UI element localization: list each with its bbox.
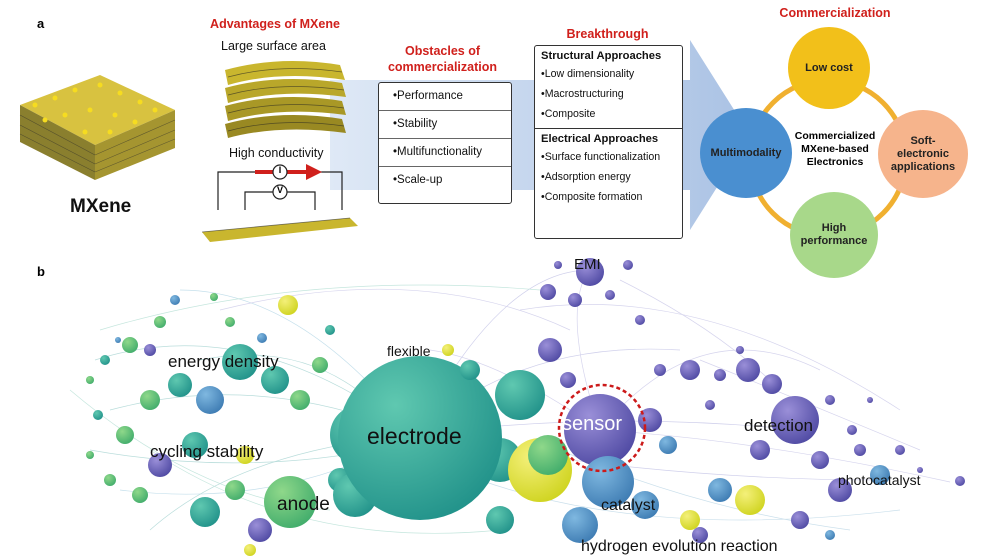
electrical-approaches-title: Electrical Approaches — [541, 133, 659, 145]
electrical-item: •Adsorption energy — [541, 171, 631, 183]
keyword-sensor: sensor — [562, 413, 623, 435]
commercialized-center-line3: Electronics — [806, 156, 864, 168]
panel-a-letter: a — [37, 16, 45, 31]
layered-sheets-illustration — [225, 61, 346, 138]
low-cost-label: Low cost — [805, 61, 853, 74]
keyword-detection: detection — [744, 416, 813, 435]
soft-label-line1: Soft- — [910, 134, 936, 147]
structural-item: •Macrostructuring — [541, 88, 624, 100]
current-symbol: I — [278, 165, 282, 175]
keyword-electrode: electrode — [367, 423, 462, 449]
multimodality-label: Multimodality — [710, 146, 782, 159]
obstacle-item: •Stability — [379, 111, 511, 139]
electrical-item: •Surface functionalization — [541, 151, 661, 163]
keyword-flexible: flexible — [387, 343, 431, 359]
breakthrough-divider — [535, 128, 682, 129]
high-performance-line2: performance — [800, 235, 868, 247]
voltage-symbol: V — [277, 185, 284, 195]
commercialized-center-line2: MXene-based — [801, 143, 869, 155]
keyword-anode: anode — [277, 494, 330, 515]
keyword-cycling-stability: cycling stability — [150, 442, 264, 461]
commercialization-title: Commercialization — [779, 6, 891, 20]
structural-approaches-title: Structural Approaches — [541, 50, 662, 62]
obstacle-item: •Performance — [379, 83, 511, 111]
structural-item: •Low dimensionality — [541, 68, 635, 80]
breakthrough-title: Breakthrough — [566, 27, 649, 41]
obstacles-box: •Performance •Stability •Multifunctional… — [378, 82, 512, 204]
commercialized-center-line1: Commercialized — [794, 130, 876, 142]
keyword-network-graph — [69, 258, 965, 556]
low-cost-circle: Low cost — [788, 27, 870, 109]
obstacle-item: •Scale-up — [393, 174, 443, 186]
keyword-catalyst: catalyst — [601, 497, 656, 514]
obstacles-title-line1: Obstacles of — [404, 44, 481, 58]
high-performance-circle: High performance — [790, 192, 878, 278]
advantages-title: Advantages of MXene — [210, 17, 340, 31]
breakthrough-box: Structural Approaches •Low dimensionalit… — [534, 45, 683, 239]
soft-label-line3: applications — [890, 160, 956, 173]
keyword-energy-density: energy density — [168, 352, 279, 371]
obstacles-title-line2: commercialization — [387, 60, 498, 74]
obstacle-item: •Multifunctionality — [379, 139, 511, 167]
electrical-item: •Composite formation — [541, 191, 643, 203]
keyword-hydrogen-evolution-reaction: hydrogen evolution reaction — [581, 538, 778, 555]
soft-label-line2: electronic — [897, 147, 949, 160]
panel-b-letter: b — [37, 264, 45, 279]
large-surface-area-label: Large surface area — [221, 39, 326, 53]
keyword-photocatalyst: photocatalyst — [838, 472, 921, 488]
keyword-emi: EMI — [574, 256, 601, 273]
high-performance-line1: High — [821, 222, 847, 234]
structural-item: •Composite — [541, 108, 596, 120]
soft-electronic-circle: Soft- electronic applications — [878, 110, 968, 198]
mxene-structure-illustration — [19, 75, 176, 180]
mxene-label: MXene — [70, 196, 132, 217]
conductivity-circuit-illustration — [201, 164, 358, 242]
high-conductivity-label: High conductivity — [229, 146, 324, 160]
multimodality-circle: Multimodality — [700, 108, 792, 198]
